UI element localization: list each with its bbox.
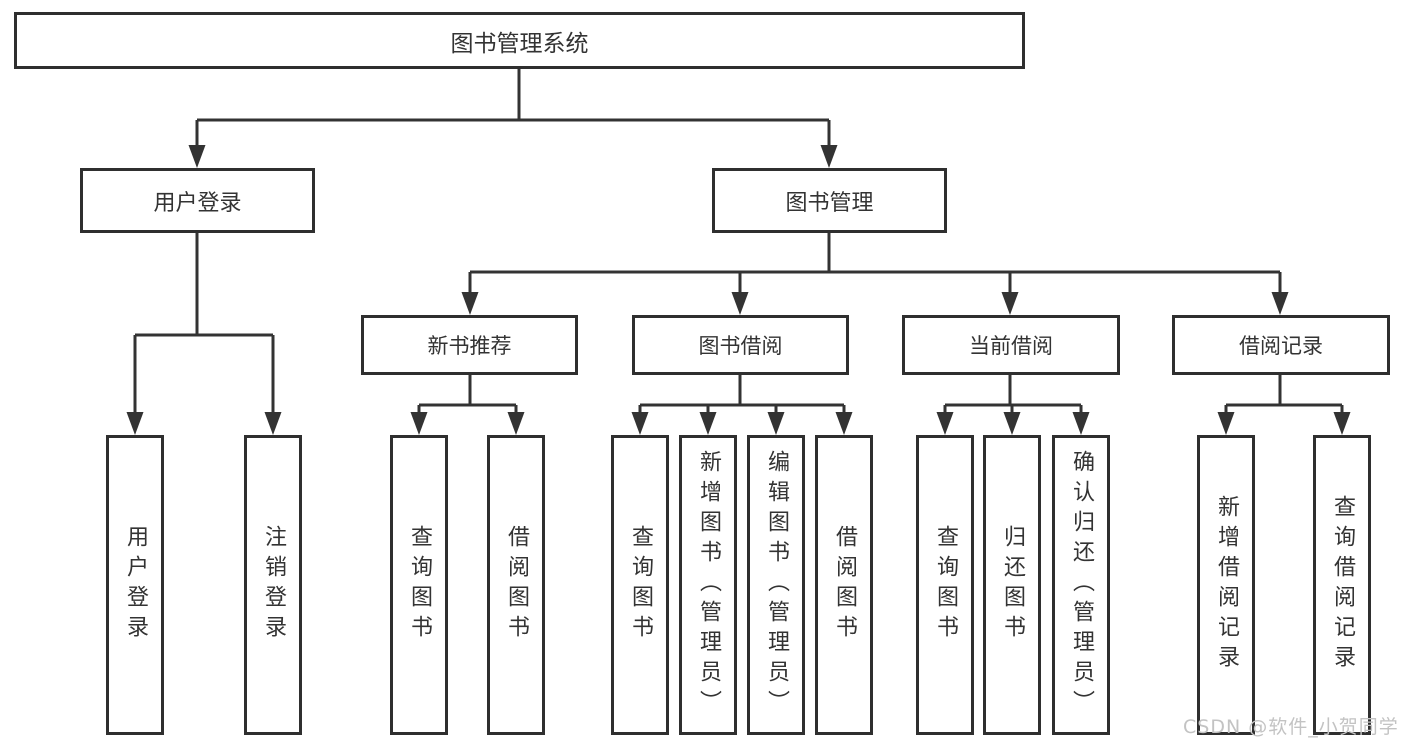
leaf-add-borrow-record: 新增借阅记录 <box>1197 435 1255 735</box>
leaf-query-books-recommend: 查询图书 <box>390 435 448 735</box>
node-borrowing-records: 借阅记录 <box>1172 315 1390 375</box>
leaf-user-login: 用户登录 <box>106 435 164 735</box>
leaf-borrow-books-recommend: 借阅图书 <box>487 435 545 735</box>
node-library-management-system: 图书管理系统 <box>14 12 1025 69</box>
leaf-query-books-borrowing: 查询图书 <box>611 435 669 735</box>
node-book-management-branch: 图书管理 <box>712 168 947 233</box>
node-current-borrowing: 当前借阅 <box>902 315 1120 375</box>
leaf-logout: 注销登录 <box>244 435 302 735</box>
node-book-borrowing: 图书借阅 <box>632 315 849 375</box>
leaf-query-borrow-record: 查询借阅记录 <box>1313 435 1371 735</box>
leaf-query-books-current: 查询图书 <box>916 435 974 735</box>
node-user-login-branch: 用户登录 <box>80 168 315 233</box>
leaf-edit-books-admin: 编辑图书（管理员） <box>747 435 805 735</box>
leaf-return-books: 归还图书 <box>983 435 1041 735</box>
arrowheads <box>126 145 1351 435</box>
leaf-confirm-return-admin: 确认归还（管理员） <box>1052 435 1110 735</box>
csdn-watermark: CSDN @软件_小贺同学 <box>1183 716 1399 738</box>
leaf-borrow-books-borrowing: 借阅图书 <box>815 435 873 735</box>
leaf-add-books-admin: 新增图书（管理员） <box>679 435 737 735</box>
node-new-book-recommendation: 新书推荐 <box>361 315 578 375</box>
